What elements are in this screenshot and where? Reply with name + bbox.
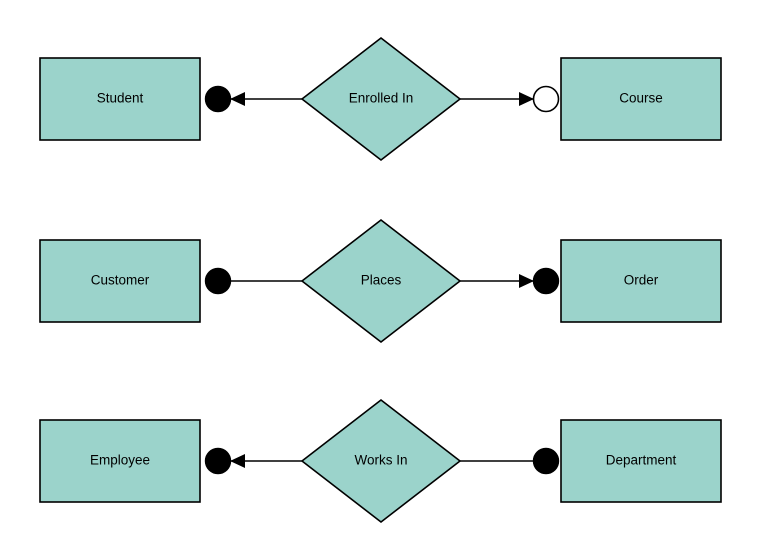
entity-label-left: Customer: [91, 273, 150, 288]
entity-label-right: Course: [619, 91, 663, 106]
relationship-label: Works In: [354, 453, 407, 468]
cardinality-filled-circle-left: [204, 447, 232, 475]
entity-box-right[interactable]: [560, 419, 722, 503]
entity-label-right: Order: [624, 273, 659, 288]
entity-box-right[interactable]: [560, 239, 722, 323]
relationship-label: Places: [361, 273, 402, 288]
entity-box-left[interactable]: [39, 57, 201, 141]
cardinality-filled-circle-left: [204, 85, 232, 113]
arrowhead-right: [519, 274, 534, 288]
entity-box-left[interactable]: [39, 239, 201, 323]
arrowhead-right: [519, 92, 534, 106]
relationship-diamond[interactable]: [300, 218, 462, 344]
cardinality-hollow-circle-right: [532, 85, 560, 113]
entity-box-right[interactable]: [560, 57, 722, 141]
arrowhead-left: [230, 454, 245, 468]
relationship-label: Enrolled In: [349, 91, 414, 106]
relationship-diamond[interactable]: [300, 398, 462, 524]
entity-box-left[interactable]: [39, 419, 201, 503]
cardinality-filled-circle-left: [204, 267, 232, 295]
entity-label-left: Employee: [90, 453, 150, 468]
cardinality-filled-circle-right: [532, 267, 560, 295]
cardinality-filled-circle-right: [532, 447, 560, 475]
er-relationship-row: Employee Works In Department: [39, 398, 722, 524]
entity-label-left: Student: [97, 91, 144, 106]
er-relationship-row: Customer Places Order: [39, 218, 722, 344]
er-relationship-row: Student Enrolled In Course: [39, 36, 722, 162]
arrowhead-left: [230, 92, 245, 106]
entity-label-right: Department: [606, 453, 677, 468]
relationship-diamond[interactable]: [300, 36, 462, 162]
